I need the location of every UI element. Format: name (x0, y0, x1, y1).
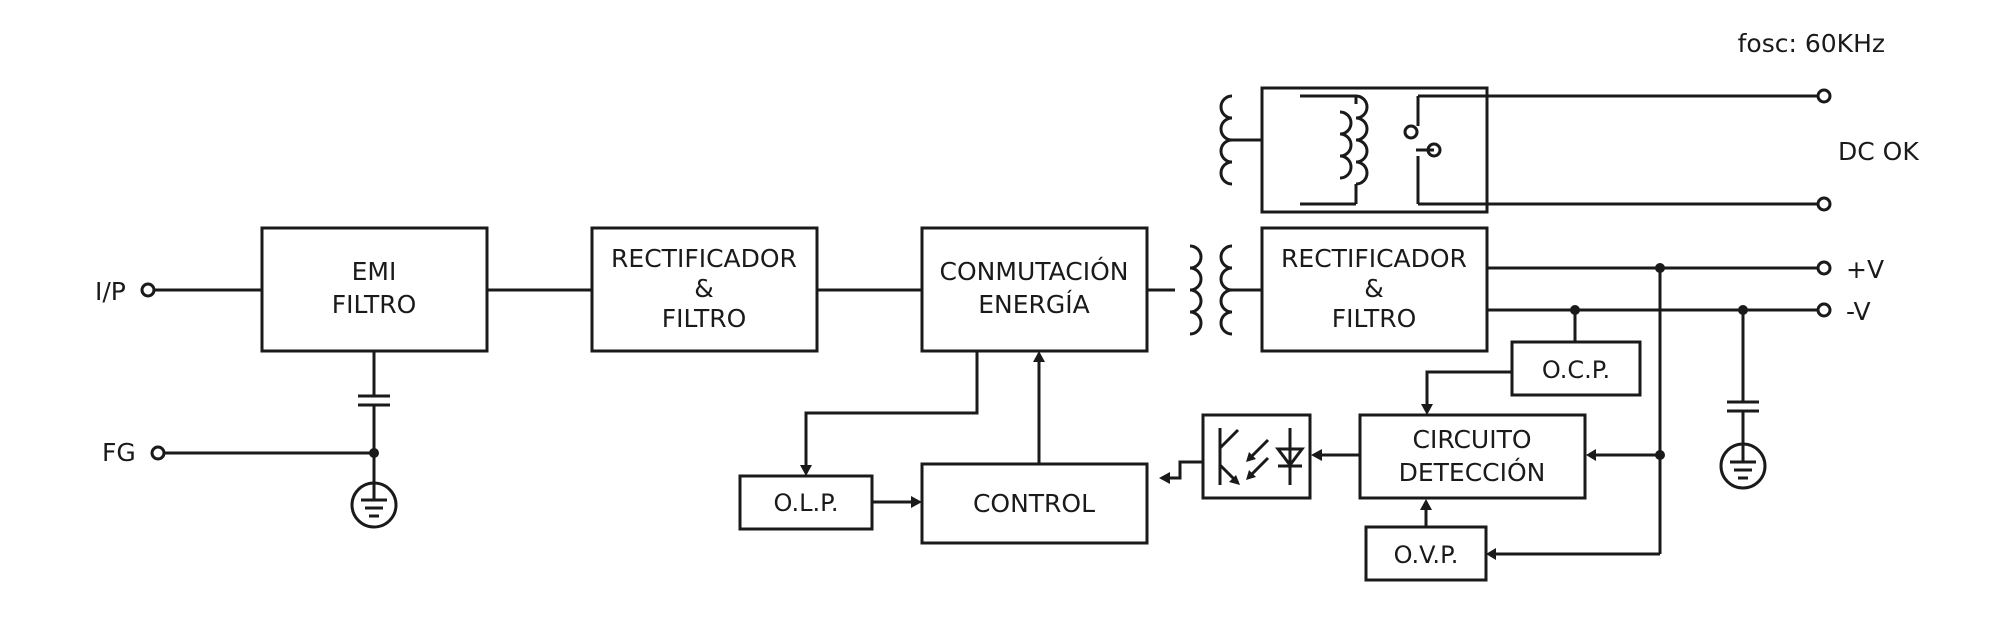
oscillator-frequency-note: fosc: 60KHz (1738, 29, 1885, 58)
arrow-detection-to-opto (1311, 449, 1322, 461)
neg-terminal (1816, 302, 1832, 318)
ocp-box (1510, 340, 1642, 397)
earth-ground-right-icon (1719, 442, 1767, 490)
wire-switching-to-olp (804, 351, 979, 465)
output-rectifier-block: RECTIFICADOR & FILTRO (1260, 226, 1489, 353)
olp-box (738, 474, 874, 531)
output-capacitor (1727, 310, 1759, 446)
detection-label-line-2: DETECCIÓN (1399, 457, 1546, 487)
wire-opto-to-control (1170, 460, 1203, 480)
neg-output-label: -V (1846, 297, 1871, 326)
feedback-lines (1486, 268, 1665, 560)
dc-ok-label: DC OK (1838, 137, 1919, 166)
switching-label-line-1: CONMUTACIÓN (940, 256, 1129, 286)
emi-label-line-2: FILTRO (332, 290, 417, 319)
output-rectifier-line-1: RECTIFICADOR (1281, 244, 1467, 273)
input-terminal: I/P (95, 277, 262, 306)
ovp-block: O.V.P. (1364, 499, 1488, 582)
dcok-relay-block (1260, 86, 1818, 214)
negative-output-line: -V (1487, 297, 1871, 326)
optocoupler-icon (1201, 413, 1312, 500)
main-transformer-icon (1147, 244, 1262, 336)
ocp-block: O.C.P. (1421, 310, 1642, 415)
fg-label: FG (102, 438, 136, 467)
dcok-terminal-top (1816, 88, 1832, 104)
olp-label: O.L.P. (774, 489, 839, 517)
input-rectifier-line-2: & (694, 274, 714, 303)
control-box (920, 462, 1149, 545)
input-rectifier-line-3: FILTRO (662, 304, 747, 333)
output-rectifier-box (1260, 226, 1489, 353)
output-rectifier-line-3: FILTRO (1332, 304, 1417, 333)
input-terminal-circle (140, 282, 156, 298)
control-block: CONTROL (920, 462, 1149, 545)
input-rectifier-line-1: RECTIFICADOR (611, 244, 797, 273)
detection-box (1358, 413, 1587, 500)
control-label: CONTROL (973, 489, 1095, 518)
input-label: I/P (95, 277, 126, 306)
detection-circuit-block: CIRCUITO DETECCIÓN (1358, 413, 1587, 500)
emi-label-line-1: EMI (352, 257, 397, 286)
pos-output-label: +V (1846, 255, 1884, 284)
power-switching-block: CONMUTACIÓN ENERGÍA (920, 226, 1149, 353)
ocp-label: O.C.P. (1542, 356, 1610, 384)
dcok-terminal-bottom (1816, 196, 1832, 212)
dcok-relay-box (1260, 86, 1489, 214)
input-rectifier-block: RECTIFICADOR & FILTRO (590, 226, 819, 353)
pos-terminal (1816, 260, 1832, 276)
switching-label-line-2: ENERGÍA (978, 290, 1090, 319)
earth-ground-left-icon (350, 453, 398, 529)
emi-filter-block: EMI FILTRO (260, 226, 489, 353)
output-rectifier-line-2: & (1364, 274, 1384, 303)
fg-terminal-circle (150, 445, 166, 461)
dc-ok-terminals: DC OK (1816, 88, 1919, 212)
detection-label-line-1: CIRCUITO (1412, 425, 1531, 454)
fg-terminal: FG (102, 438, 379, 467)
positive-output-line: +V (1487, 255, 1884, 284)
olp-block: O.L.P. (738, 474, 874, 531)
y-capacitor (358, 351, 390, 453)
power-switching-box (920, 226, 1149, 353)
ovp-label: O.V.P. (1394, 541, 1459, 569)
dcok-transformer-icon (1219, 94, 1262, 186)
